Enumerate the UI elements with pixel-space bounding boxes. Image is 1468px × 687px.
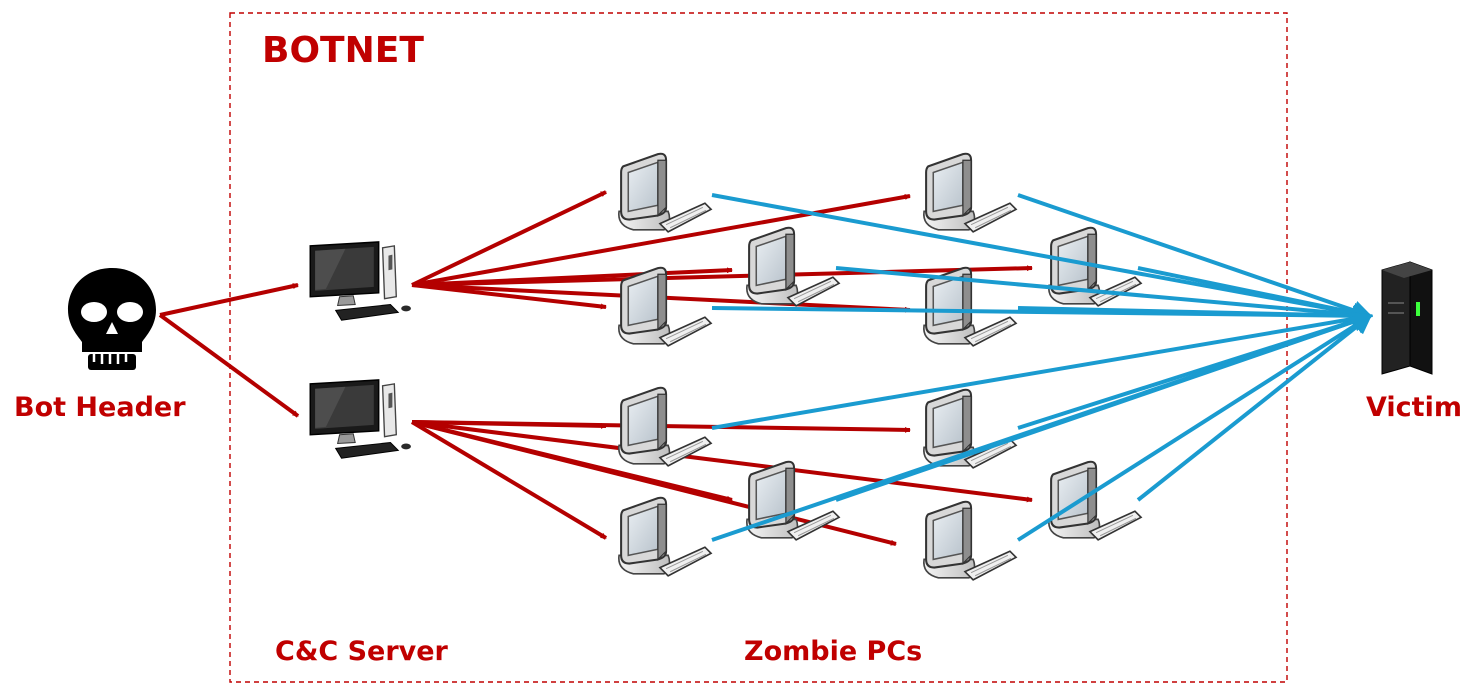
- attack-line: [1016, 314, 1373, 542]
- botnet-title: BOTNET: [262, 30, 424, 71]
- botnet-boundary: [229, 12, 1288, 683]
- zombie-pc-icon: [1047, 460, 1143, 541]
- arrow-cc2-to-zombie: [410, 420, 608, 540]
- zombie-pc-icon: [922, 500, 1018, 581]
- attack-line: [711, 312, 1373, 542]
- zombie-pc-icon: [745, 226, 841, 307]
- attack-lines: [711, 193, 1373, 542]
- zombie-pc-icon: [617, 266, 713, 347]
- attack-line: [1017, 305, 1373, 326]
- arrow-cc1-to-zombie: [411, 265, 1033, 287]
- server-tower-icon: [1381, 261, 1433, 375]
- victim-label: Victim: [1366, 392, 1462, 423]
- attack-line: [835, 266, 1373, 325]
- attack-line: [711, 193, 1373, 323]
- arrow-botheader-to-cc2: [158, 313, 300, 418]
- attack-line: [1136, 314, 1373, 502]
- cc-server-1: [309, 241, 412, 321]
- zombie-pcs-label: Zombie PCs: [744, 636, 923, 667]
- command-arrows: [158, 190, 1033, 546]
- arrow-cc1-to-zombie: [411, 283, 607, 310]
- zombie-pc-icon: [922, 388, 1018, 469]
- zombie-pc-icon: [617, 152, 713, 233]
- zombie-pc-icon: [617, 496, 713, 577]
- attack-line: [1017, 193, 1373, 320]
- arrow-cc2-to-zombie: [411, 420, 1033, 503]
- bot-header-label: Bot Header: [14, 392, 186, 423]
- attack-line: [1137, 266, 1373, 323]
- cc-server-2: [309, 379, 412, 459]
- zombie-pc-icon: [922, 152, 1018, 233]
- cc-server-label: C&C Server: [275, 636, 448, 667]
- attack-line: [711, 308, 1373, 430]
- arrow-cc1-to-zombie: [411, 193, 911, 287]
- skull-icon: [68, 268, 156, 370]
- arrow-botheader-to-cc1: [159, 283, 299, 317]
- arrow-cc1-to-zombie: [411, 190, 607, 287]
